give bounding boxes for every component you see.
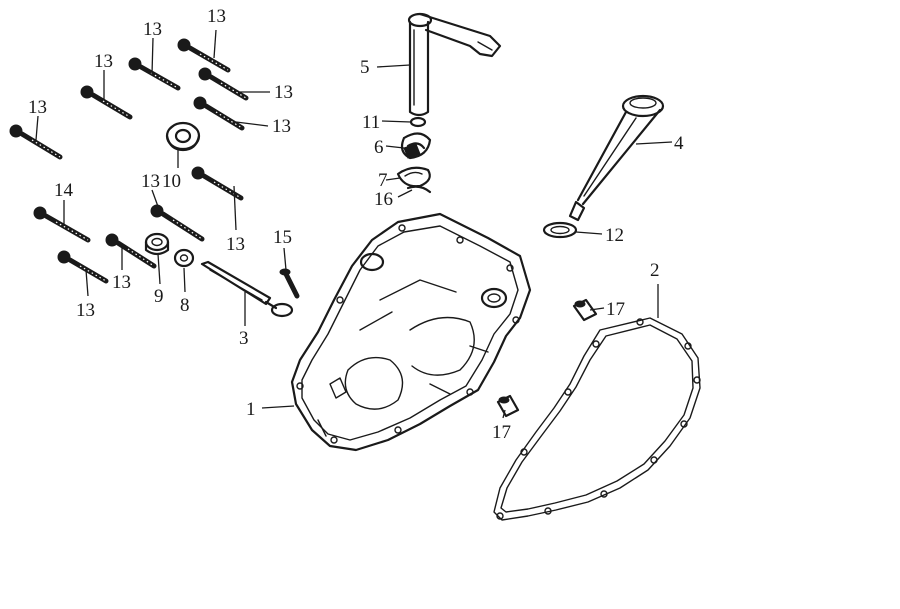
callout-3: 3	[239, 328, 249, 349]
bolt-13-upper-left	[80, 85, 133, 120]
dowel-pin-17-lower	[496, 394, 520, 418]
callout-2: 2	[650, 260, 660, 281]
callout-4: 4	[674, 133, 684, 154]
callout-13-second: 13	[143, 19, 162, 40]
callout-13-middle-right: 13	[272, 116, 291, 137]
callout-15: 15	[273, 227, 292, 248]
callout-13-center-left: 13	[141, 171, 160, 192]
gasket-2	[493, 317, 701, 521]
callout-8: 8	[180, 295, 190, 316]
bolt-13-upper-middle	[128, 57, 181, 91]
callout-16: 16	[374, 189, 393, 210]
callout-17-lower: 17	[492, 422, 511, 443]
bolt-13-far-left	[9, 124, 63, 160]
callout-7: 7	[378, 170, 388, 191]
callout-6: 6	[374, 137, 384, 158]
callout-13-center-right: 13	[226, 234, 245, 255]
callout-11: 11	[362, 112, 380, 133]
collar-10	[165, 121, 201, 152]
bolt-13-lower-left	[57, 250, 109, 284]
spring-6	[400, 132, 432, 160]
washer-11	[409, 116, 427, 128]
bolt-13-center	[191, 166, 244, 201]
o-ring-12	[542, 221, 578, 239]
callout-9: 9	[154, 286, 164, 307]
pin-15	[279, 268, 300, 299]
callout-10: 10	[162, 171, 181, 192]
bolt-13-top	[177, 38, 231, 73]
bolt-13-upper-right	[198, 67, 249, 101]
bushing-9	[144, 232, 170, 256]
callout-14: 14	[54, 180, 74, 201]
ratchet-7	[396, 166, 431, 188]
callout-12: 12	[605, 225, 624, 246]
bolt-14	[33, 206, 91, 243]
callout-13-lower-middle: 13	[112, 272, 131, 293]
callout-13-lower-left: 13	[76, 300, 95, 321]
kick-starter-lever-5	[407, 12, 502, 117]
callout-13-top: 13	[207, 6, 226, 27]
callout-13-far-left: 13	[28, 97, 47, 118]
callout-5: 5	[360, 57, 370, 78]
bolt-13-middle-right	[193, 96, 245, 131]
washer-8	[173, 248, 195, 268]
callout-13-upper-right: 13	[274, 82, 293, 103]
dowel-pin-17-upper	[572, 298, 598, 322]
leader-lines	[35, 29, 673, 419]
callout-17-upper: 17	[606, 299, 625, 320]
shaft-3	[200, 260, 294, 318]
bolt-13-lower-middle	[105, 233, 157, 269]
callout-13-third: 13	[94, 51, 113, 72]
clip-16	[406, 185, 432, 194]
oil-filler-4	[568, 94, 665, 222]
callout-1: 1	[246, 399, 256, 420]
crankcase-cover-1	[290, 212, 532, 452]
